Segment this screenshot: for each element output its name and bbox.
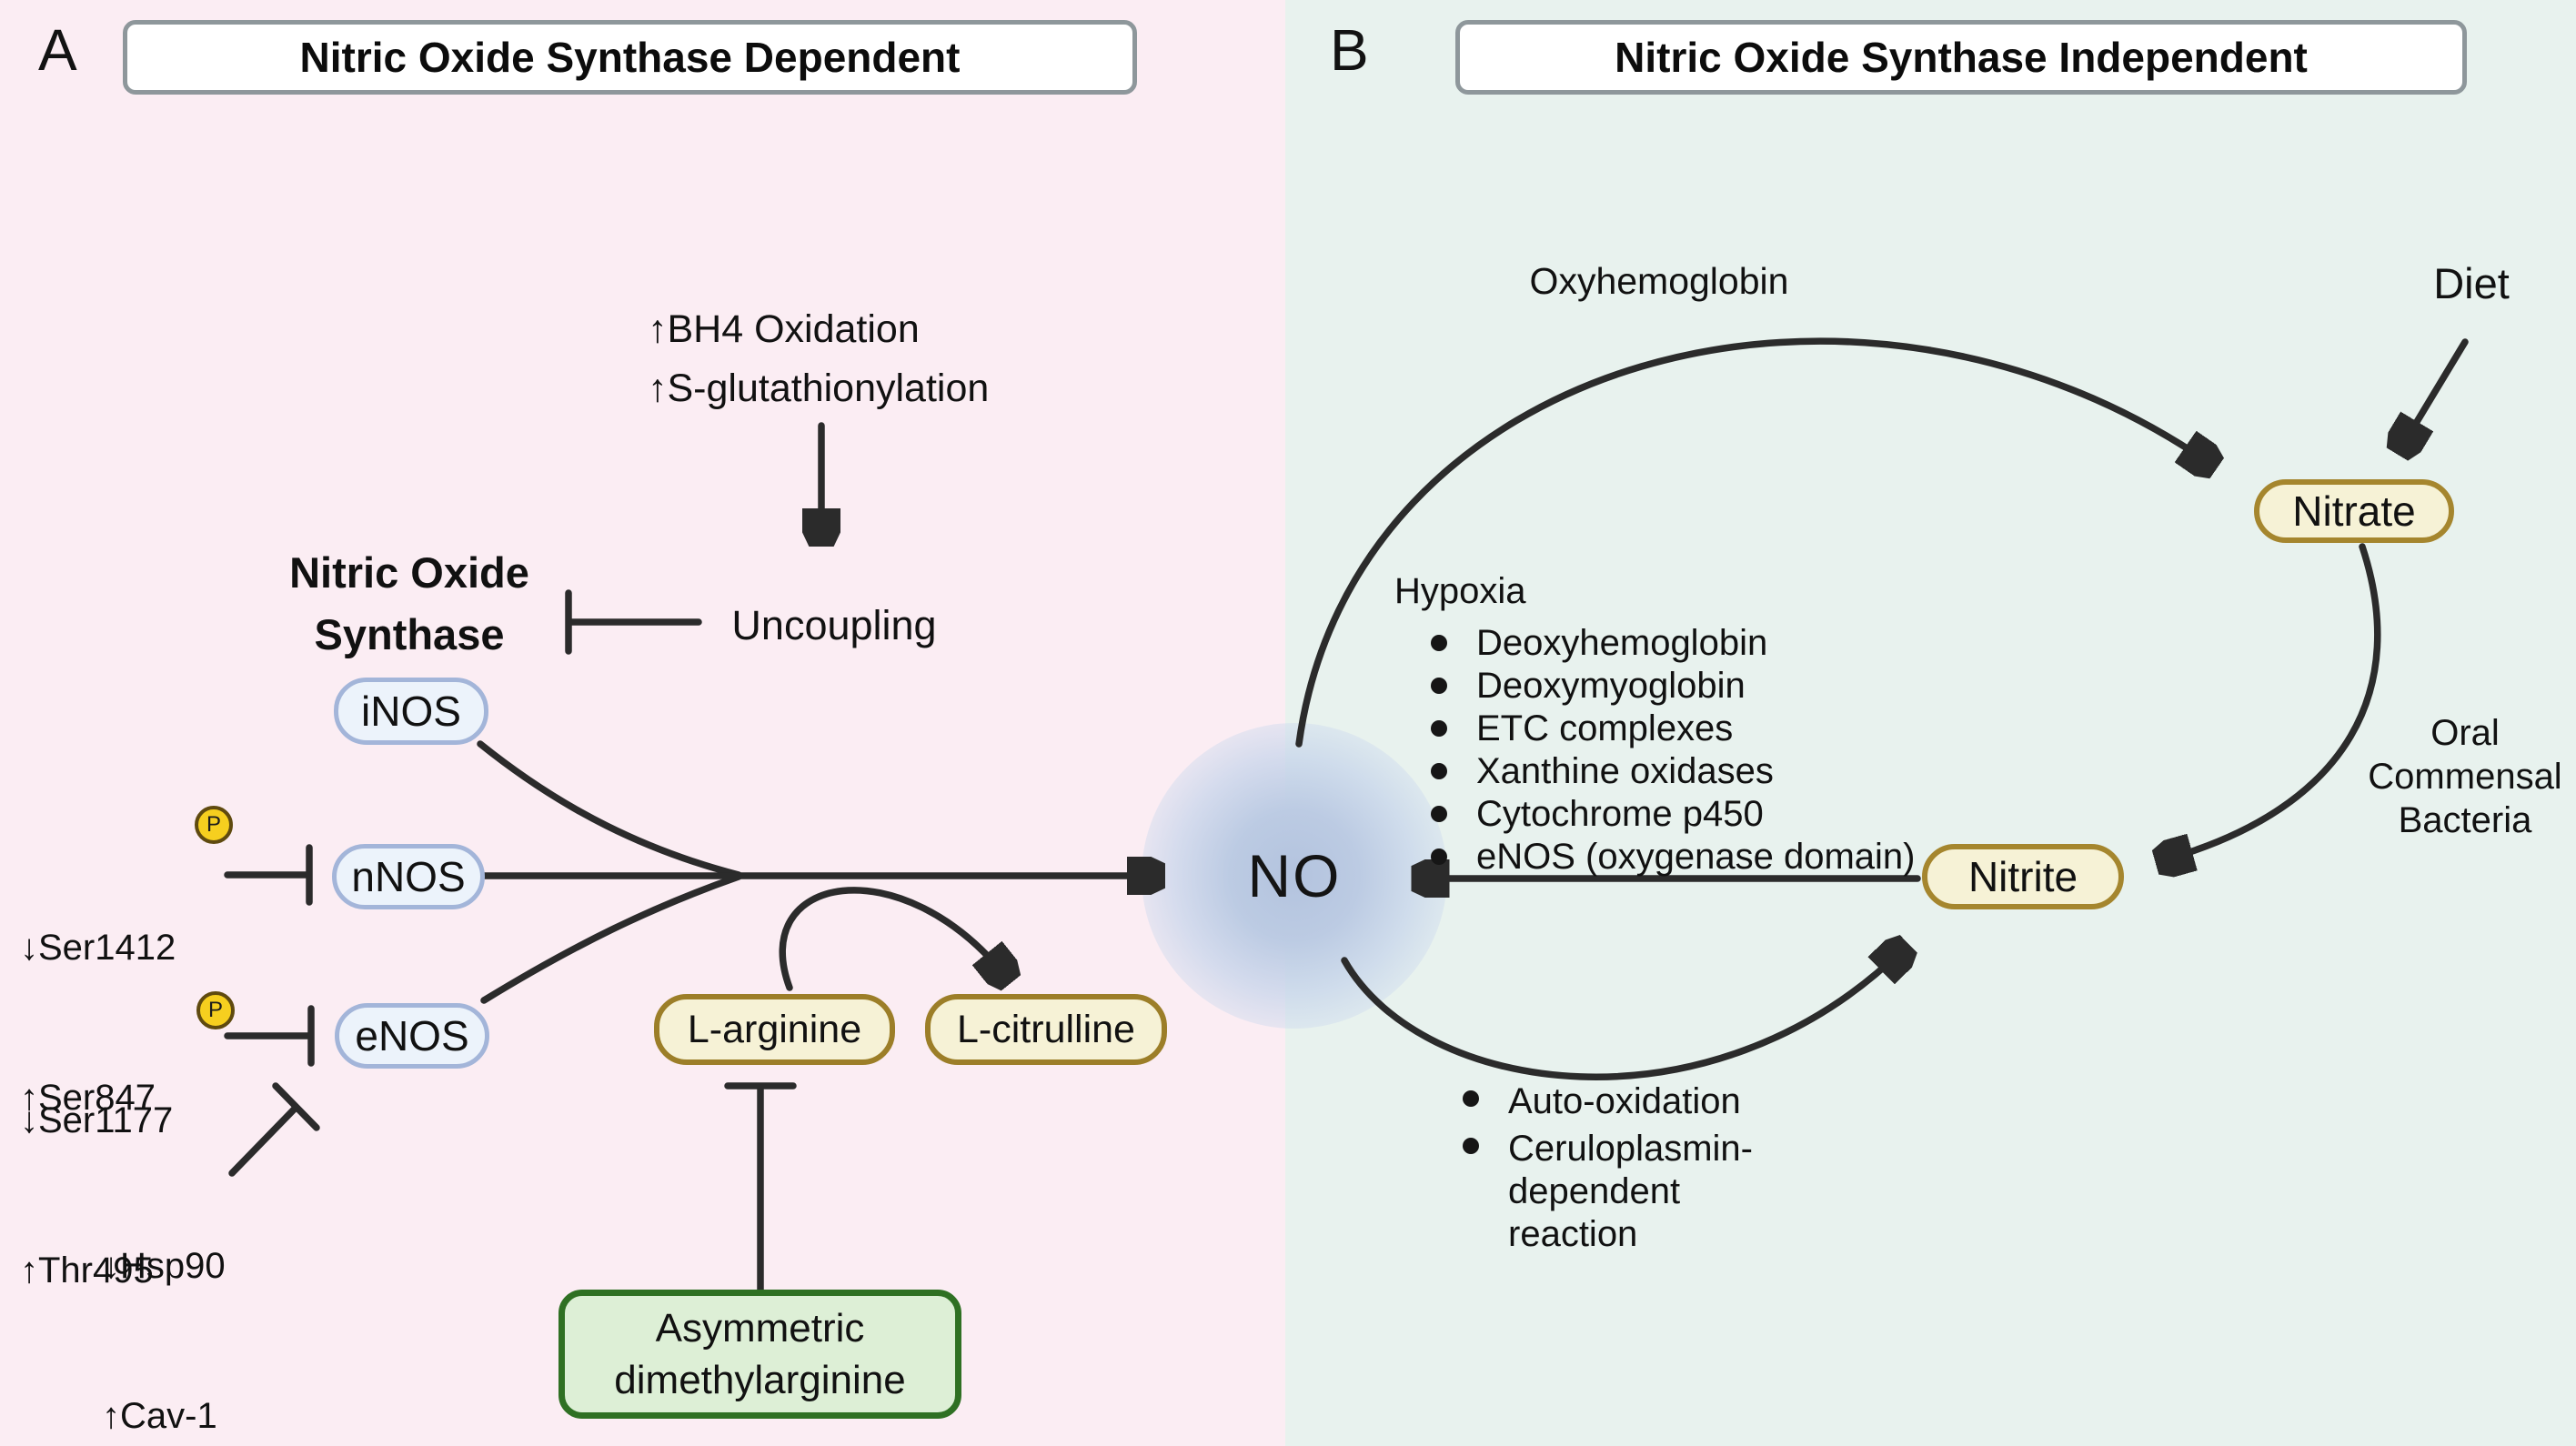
ser1177-line: ↓Ser1177: [20, 1100, 174, 1140]
s-glutathionylation-line: ↑S-glutathionylation: [648, 367, 990, 410]
adma-box: Asymmetric dimethylarginine: [558, 1290, 961, 1419]
hypoxia-item: ETC complexes: [1424, 710, 1915, 748]
hypoxia-list: Deoxyhemoglobin Deoxymyoglobin ETC compl…: [1424, 625, 1915, 876]
enos-phospho-sites: ↓Ser1177 ↑Thr495: [20, 996, 173, 1396]
adma-inhibits-larginine-tbar: [724, 1082, 797, 1293]
nitrite-formation-item: Ceruloplasmin-dependent reaction: [1455, 1128, 1817, 1256]
nnos-phospho-inhibit-tbar: [224, 844, 313, 906]
cav1-line: ↑Cav-1: [102, 1396, 217, 1436]
no-label: NO: [1203, 841, 1385, 910]
hypoxia-title: Hypoxia: [1394, 571, 1526, 611]
uncoupling-inhibits-nos-tbar: [565, 589, 702, 655]
enos-pill: eNOS: [335, 1003, 489, 1069]
enos-phospho-badge: P: [196, 991, 235, 1029]
hypoxia-item: Deoxyhemoglobin: [1424, 625, 1915, 662]
enos-phospho-letter: P: [207, 998, 223, 1022]
ser1412-line: ↓Ser1412: [20, 928, 176, 968]
nitrate-label: Nitrate: [2292, 487, 2416, 535]
oxyhemoglobin-text: Oxyhemoglobin: [1529, 260, 1789, 302]
panel-a-title: Nitric Oxide Synthase Dependent: [123, 20, 1137, 95]
nnos-phospho-sites: ↓Ser1412 ↑Ser847: [20, 823, 176, 1223]
enos-phospho-inhibit-tbar: [224, 1005, 315, 1067]
panel-b-title: Nitric Oxide Synthase Independent: [1455, 20, 2467, 95]
nitrate-to-nitrite-arc: [2163, 543, 2381, 860]
oral-line1: Oral: [2430, 713, 2500, 753]
hypoxia-item: Cytochrome p450: [1424, 796, 1915, 833]
no-to-nitrite-arc: [1341, 949, 1903, 1080]
enos-to-junction-curve: [480, 873, 742, 1004]
nnos-phospho-badge: P: [195, 806, 233, 844]
hypoxia-item: Deoxymyoglobin: [1424, 668, 1915, 705]
panel-a-letter: A: [38, 17, 77, 83]
hypoxia-block: Hypoxia Deoxyhemoglobin Deoxymyoglobin E…: [1394, 571, 1915, 881]
nnos-pill: nNOS: [332, 844, 485, 909]
nitrite-label: Nitrite: [1967, 853, 2078, 900]
nnos-label: nNOS: [351, 853, 466, 900]
oral-bacteria-label: Oral Commensal Bacteria: [2361, 711, 2569, 842]
oral-line2: Commensal: [2368, 757, 2562, 797]
l-citrulline-label: L-citrulline: [957, 1007, 1135, 1051]
hsp90-inhibit-tbar: [228, 1082, 320, 1177]
diet-label: Diet: [2412, 258, 2531, 308]
l-citrulline-pill: L-citrulline: [925, 994, 1167, 1065]
nos-heading-line1: Nitric Oxide: [289, 548, 529, 597]
no-text: NO: [1247, 842, 1342, 909]
inos-label: iNOS: [361, 688, 461, 735]
enos-label: eNOS: [355, 1012, 469, 1059]
panel-b-title-label: Nitric Oxide Synthase Independent: [1615, 34, 2308, 81]
panel-a-title-label: Nitric Oxide Synthase Dependent: [299, 34, 961, 81]
larginine-to-lcitrulline-arc: [779, 887, 1006, 988]
nitrite-formation-item: Auto-oxidation: [1455, 1080, 1817, 1123]
nos-heading: Nitric Oxide Synthase: [250, 542, 569, 666]
hypoxia-item: Xanthine oxidases: [1424, 753, 1915, 790]
enos-regulators: ↓Hsp90 ↑Cav-1: [102, 1141, 226, 1446]
nitrite-pill: Nitrite: [1922, 844, 2124, 909]
l-arginine-pill: L-arginine: [654, 994, 895, 1065]
nnos-phospho-letter: P: [206, 812, 221, 837]
ser847-line: ↑Ser847: [20, 1078, 156, 1118]
bh4-oxidation-line: ↑BH4 Oxidation: [648, 307, 920, 351]
nos-heading-line2: Synthase: [314, 610, 505, 658]
inos-to-junction-curve: [477, 740, 742, 879]
panel-b-letter: B: [1330, 17, 1369, 83]
hsp90-line: ↓Hsp90: [102, 1246, 226, 1286]
nitrite-formation-list: Auto-oxidation Ceruloplasmin-dependent r…: [1455, 1080, 1817, 1260]
uncoupling-label: Uncoupling: [702, 602, 966, 649]
uncoupling-text: Uncoupling: [731, 602, 937, 648]
nitrate-pill: Nitrate: [2254, 479, 2454, 543]
thr495-line: ↑Thr495: [20, 1250, 154, 1290]
oxidation-text: ↑BH4 Oxidation ↑S-glutathionylation: [648, 300, 989, 418]
hypoxia-item: eNOS (oxygenase domain): [1424, 838, 1915, 876]
oral-line3: Bacteria: [2398, 800, 2532, 840]
diet-text: Diet: [2433, 259, 2510, 307]
l-arginine-label: L-arginine: [687, 1007, 862, 1051]
oxyhemoglobin-label: Oxyhemoglobin: [1514, 260, 1805, 303]
diet-to-nitrate-arrow: [2401, 338, 2469, 447]
adma-line1: Asymmetric: [655, 1306, 865, 1351]
inos-pill: iNOS: [334, 678, 488, 745]
adma-line2: dimethylarginine: [614, 1358, 906, 1402]
